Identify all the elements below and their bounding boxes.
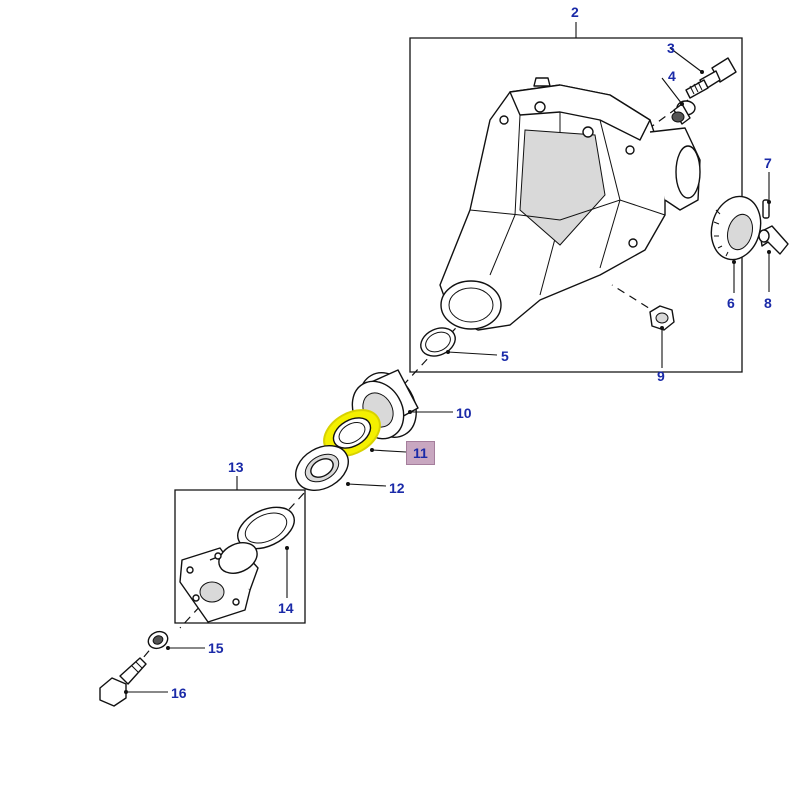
callout-3[interactable]: 3 xyxy=(667,40,675,56)
callout-4[interactable]: 4 xyxy=(668,68,676,84)
housing-group-bracket xyxy=(409,37,743,373)
callout-5[interactable]: 5 xyxy=(501,348,509,364)
washer[interactable] xyxy=(146,629,171,652)
centre-line-nut xyxy=(611,284,661,316)
flange-group-bracket xyxy=(174,489,306,624)
callout-10[interactable]: 10 xyxy=(456,405,472,421)
callout-6[interactable]: 6 xyxy=(727,295,735,311)
callout-2[interactable]: 2 xyxy=(571,4,579,20)
oil-seal[interactable] xyxy=(288,437,356,500)
callout-13[interactable]: 13 xyxy=(228,459,244,475)
differential-housing[interactable] xyxy=(439,77,701,331)
housing-bush[interactable] xyxy=(671,100,696,125)
pin[interactable] xyxy=(762,199,770,219)
housing-bolt[interactable] xyxy=(685,57,737,99)
o-ring[interactable] xyxy=(416,323,460,362)
breather-elbow[interactable] xyxy=(758,225,789,255)
callout-12[interactable]: 12 xyxy=(389,480,405,496)
callout-16[interactable]: 16 xyxy=(171,685,187,701)
dust-shield[interactable] xyxy=(231,499,301,557)
sensor-ring[interactable] xyxy=(705,191,768,265)
nut[interactable] xyxy=(649,305,675,331)
callout-8[interactable]: 8 xyxy=(764,295,772,311)
drive-flange[interactable] xyxy=(179,537,262,623)
callout-15[interactable]: 15 xyxy=(208,640,224,656)
callout-11-selected[interactable]: 11 xyxy=(406,441,435,465)
callout-9[interactable]: 9 xyxy=(657,368,665,384)
flange-bolt[interactable] xyxy=(99,657,147,707)
spacer-highlighted[interactable] xyxy=(316,401,388,466)
leader-lines xyxy=(124,47,771,694)
callout-14[interactable]: 14 xyxy=(278,600,294,616)
callout-7[interactable]: 7 xyxy=(764,155,772,171)
